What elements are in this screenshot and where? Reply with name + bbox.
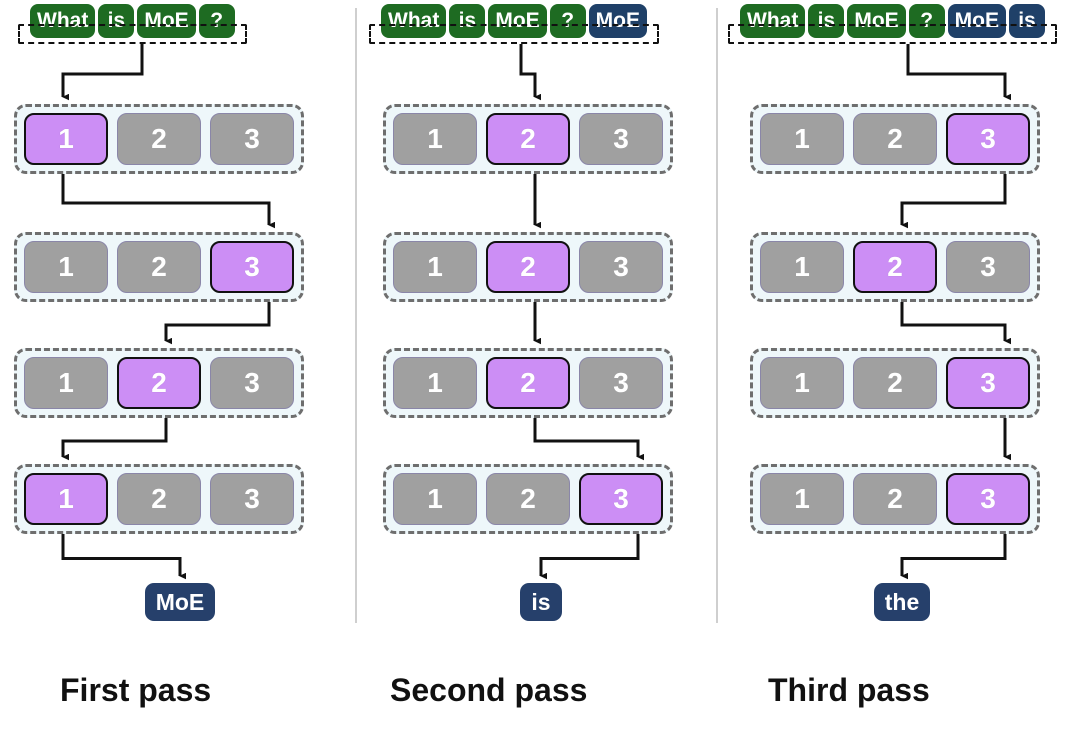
expert-3-active[interactable]: 3 xyxy=(946,473,1030,525)
expert-1-active[interactable]: 1 xyxy=(24,113,108,165)
prompt-context-box xyxy=(18,24,247,44)
token-prompt-3[interactable]: MoE xyxy=(847,4,906,38)
expert-1-inactive[interactable]: 1 xyxy=(760,113,844,165)
expert-1-inactive[interactable]: 1 xyxy=(24,241,108,293)
expert-2-inactive[interactable]: 2 xyxy=(117,473,201,525)
expert-2-inactive[interactable]: 2 xyxy=(853,473,937,525)
pass-caption: Second pass xyxy=(390,672,588,708)
expert-1-inactive[interactable]: 1 xyxy=(393,113,477,165)
expert-2-inactive[interactable]: 2 xyxy=(486,473,570,525)
expert-3-active[interactable]: 3 xyxy=(946,357,1030,409)
expert-1-inactive[interactable]: 1 xyxy=(393,473,477,525)
expert-2-active[interactable]: 2 xyxy=(853,241,937,293)
expert-1-inactive[interactable]: 1 xyxy=(760,473,844,525)
token-prompt-4[interactable]: ? xyxy=(549,4,586,38)
expert-2-active[interactable]: 2 xyxy=(486,357,570,409)
expert-2-inactive[interactable]: 2 xyxy=(853,113,937,165)
expert-1-inactive[interactable]: 1 xyxy=(393,357,477,409)
output-token[interactable]: is xyxy=(520,583,562,621)
expert-1-inactive[interactable]: 1 xyxy=(24,357,108,409)
expert-3-active[interactable]: 3 xyxy=(946,113,1030,165)
token-prompt-4[interactable]: ? xyxy=(198,4,235,38)
expert-3-inactive[interactable]: 3 xyxy=(210,357,294,409)
token-prompt-3[interactable]: MoE xyxy=(488,4,547,38)
column-divider-2 xyxy=(716,8,718,623)
token-prompt-2[interactable]: is xyxy=(808,4,845,38)
expert-3-inactive[interactable]: 3 xyxy=(579,113,663,165)
token-generated-5[interactable]: MoE xyxy=(947,4,1006,38)
expert-1-inactive[interactable]: 1 xyxy=(393,241,477,293)
pass-caption: Third pass xyxy=(768,672,930,708)
expert-2-inactive[interactable]: 2 xyxy=(853,357,937,409)
token-prompt-4[interactable]: ? xyxy=(908,4,945,38)
expert-2-active[interactable]: 2 xyxy=(486,241,570,293)
expert-1-inactive[interactable]: 1 xyxy=(760,241,844,293)
expert-3-inactive[interactable]: 3 xyxy=(579,241,663,293)
token-generated-6[interactable]: is xyxy=(1008,4,1045,38)
expert-3-inactive[interactable]: 3 xyxy=(579,357,663,409)
expert-2-active[interactable]: 2 xyxy=(486,113,570,165)
expert-2-inactive[interactable]: 2 xyxy=(117,113,201,165)
expert-2-inactive[interactable]: 2 xyxy=(117,241,201,293)
token-generated-5[interactable]: MoE xyxy=(588,4,647,38)
expert-1-inactive[interactable]: 1 xyxy=(760,357,844,409)
expert-3-inactive[interactable]: 3 xyxy=(210,113,294,165)
prompt-context-box xyxy=(369,24,659,44)
connector-arrows xyxy=(519,44,644,580)
token-prompt-1[interactable]: What xyxy=(740,4,806,38)
token-prompt-3[interactable]: MoE xyxy=(137,4,196,38)
token-prompt-2[interactable]: is xyxy=(98,4,135,38)
output-token[interactable]: MoE xyxy=(144,583,216,621)
expert-2-active[interactable]: 2 xyxy=(117,357,201,409)
expert-3-active[interactable]: 3 xyxy=(210,241,294,293)
connector-arrows xyxy=(61,44,275,580)
expert-3-inactive[interactable]: 3 xyxy=(946,241,1030,293)
token-prompt-1[interactable]: What xyxy=(381,4,447,38)
prompt-context-box xyxy=(728,24,1057,44)
column-divider-1 xyxy=(355,8,357,623)
connector-arrows xyxy=(900,44,1011,580)
pass-caption: First pass xyxy=(60,672,212,708)
output-token[interactable]: the xyxy=(873,583,931,621)
expert-3-active[interactable]: 3 xyxy=(579,473,663,525)
expert-1-active[interactable]: 1 xyxy=(24,473,108,525)
expert-3-inactive[interactable]: 3 xyxy=(210,473,294,525)
token-prompt-1[interactable]: What xyxy=(30,4,96,38)
token-prompt-2[interactable]: is xyxy=(449,4,486,38)
